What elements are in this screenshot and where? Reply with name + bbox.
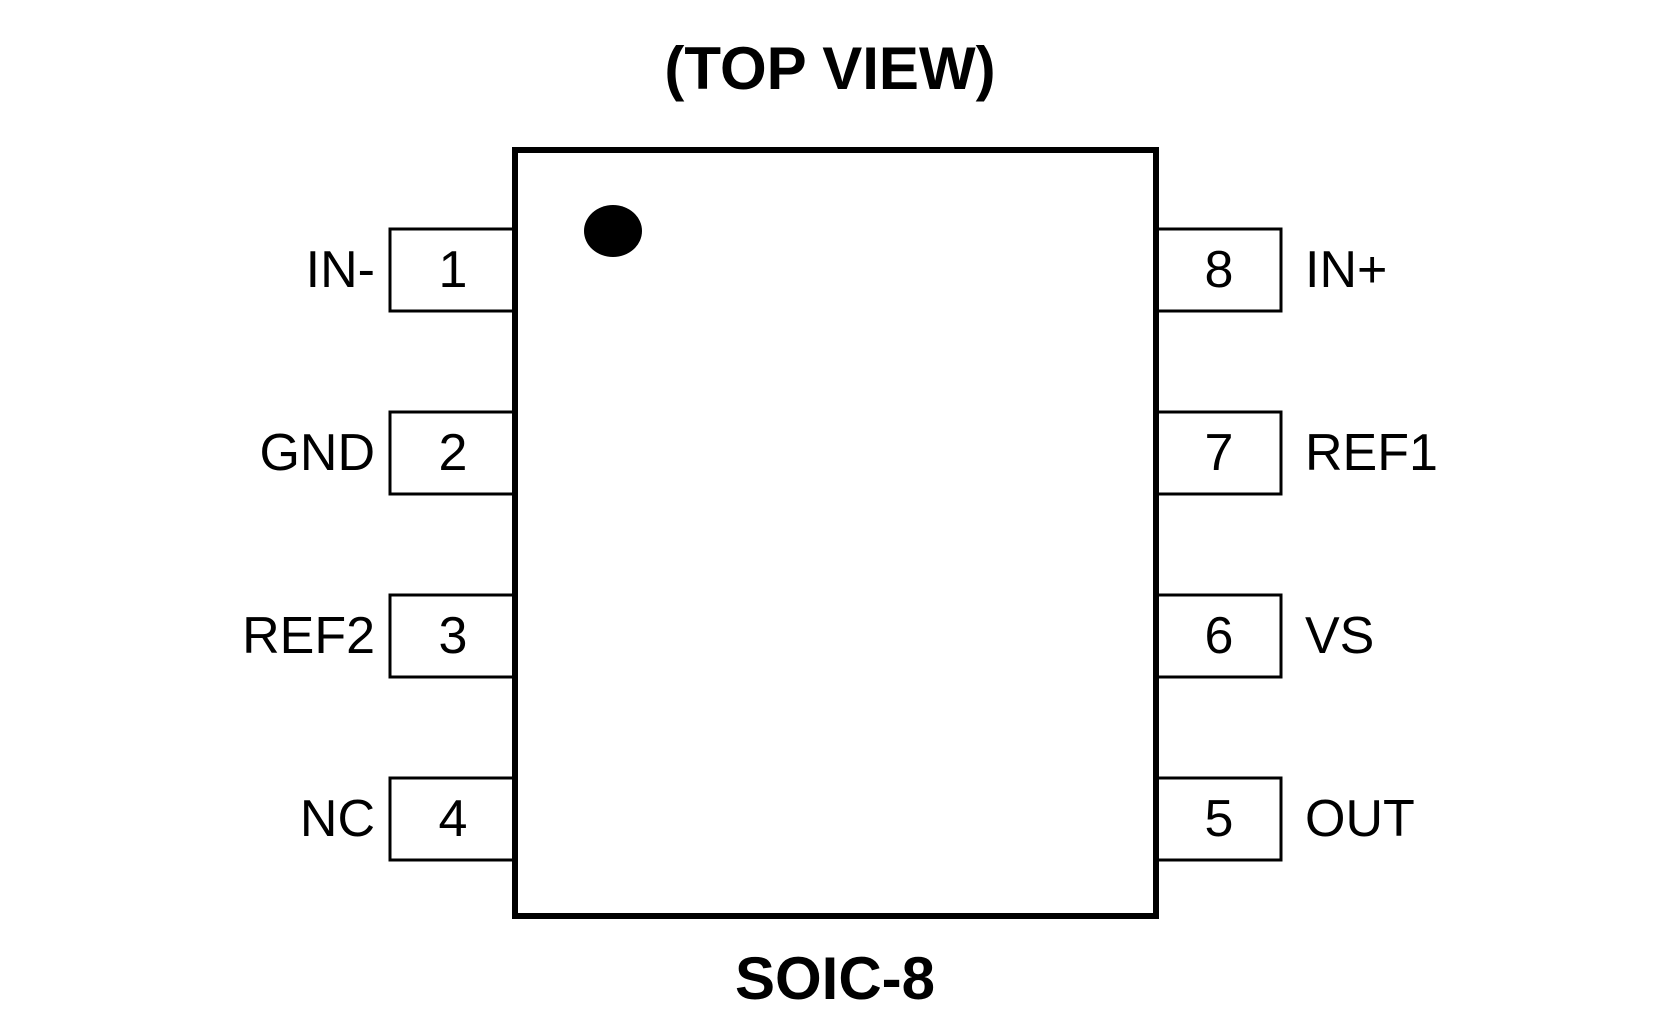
pin-number-3: 3	[439, 607, 468, 665]
pin-name-3: REF2	[242, 607, 375, 665]
pin-box-6	[1154, 593, 1283, 679]
view-title: (TOP VIEW)	[664, 35, 995, 102]
package-body	[512, 147, 1159, 919]
pin-number-1: 1	[439, 241, 468, 299]
pin-1-dot-icon	[584, 205, 642, 257]
pin-number-5: 5	[1205, 790, 1234, 848]
pin-box-3	[388, 593, 517, 679]
pin-box-8	[1154, 227, 1283, 313]
pin-number-8: 8	[1205, 241, 1234, 299]
pin-name-2: GND	[259, 424, 375, 482]
pin-number-6: 6	[1205, 607, 1234, 665]
pin-name-5: OUT	[1305, 790, 1415, 848]
pin-number-2: 2	[439, 424, 468, 482]
pin-name-7: REF1	[1305, 424, 1438, 482]
pin-name-1: IN-	[306, 241, 375, 299]
pin-name-4: NC	[300, 790, 375, 848]
package-name: SOIC-8	[735, 945, 935, 1012]
pin-box-1	[388, 227, 517, 313]
pin-box-2	[388, 410, 517, 496]
pin-number-7: 7	[1205, 424, 1234, 482]
pin-name-6: VS	[1305, 607, 1374, 665]
pin-name-8: IN+	[1305, 241, 1387, 299]
pin-number-4: 4	[439, 790, 468, 848]
